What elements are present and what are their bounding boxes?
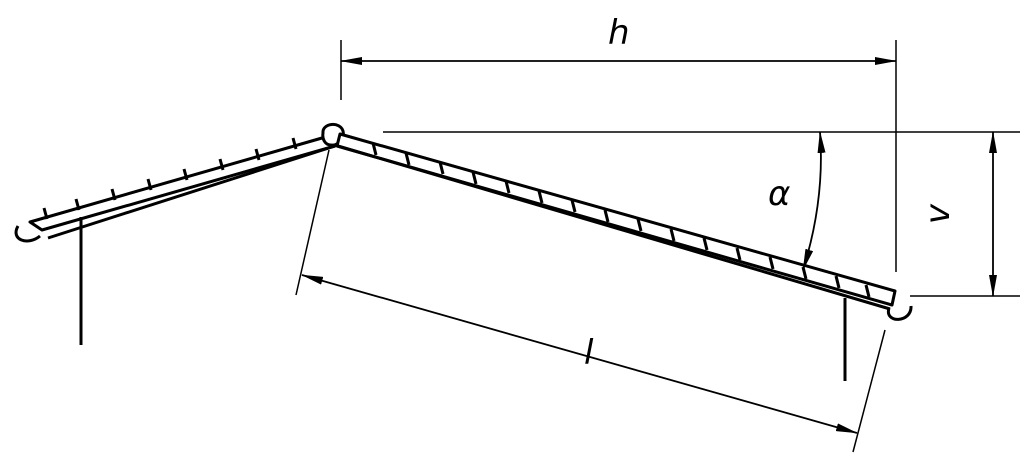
label-v: v bbox=[918, 203, 958, 224]
l-dimension-line bbox=[301, 274, 858, 434]
right-roof-slope bbox=[335, 132, 913, 381]
left-rafter bbox=[47, 144, 336, 240]
angle-alpha bbox=[802, 131, 826, 271]
right-gutter bbox=[887, 305, 913, 321]
left-gutter bbox=[14, 225, 41, 243]
label-h: h bbox=[608, 13, 630, 53]
dimension-v bbox=[383, 131, 1020, 297]
label-alpha: α bbox=[768, 174, 790, 214]
left-tile-band bbox=[28, 136, 337, 232]
alpha-arc bbox=[802, 131, 826, 271]
right-tile-band bbox=[335, 132, 897, 307]
right-rafter bbox=[337, 144, 891, 311]
dimension-l bbox=[295, 149, 886, 453]
label-l: l bbox=[584, 333, 594, 373]
left-tile-steps bbox=[42, 137, 298, 220]
l-extension-top bbox=[295, 149, 330, 296]
l-extension-bottom bbox=[852, 329, 886, 453]
left-roof-slope bbox=[14, 136, 337, 345]
dimension-h bbox=[340, 40, 897, 272]
